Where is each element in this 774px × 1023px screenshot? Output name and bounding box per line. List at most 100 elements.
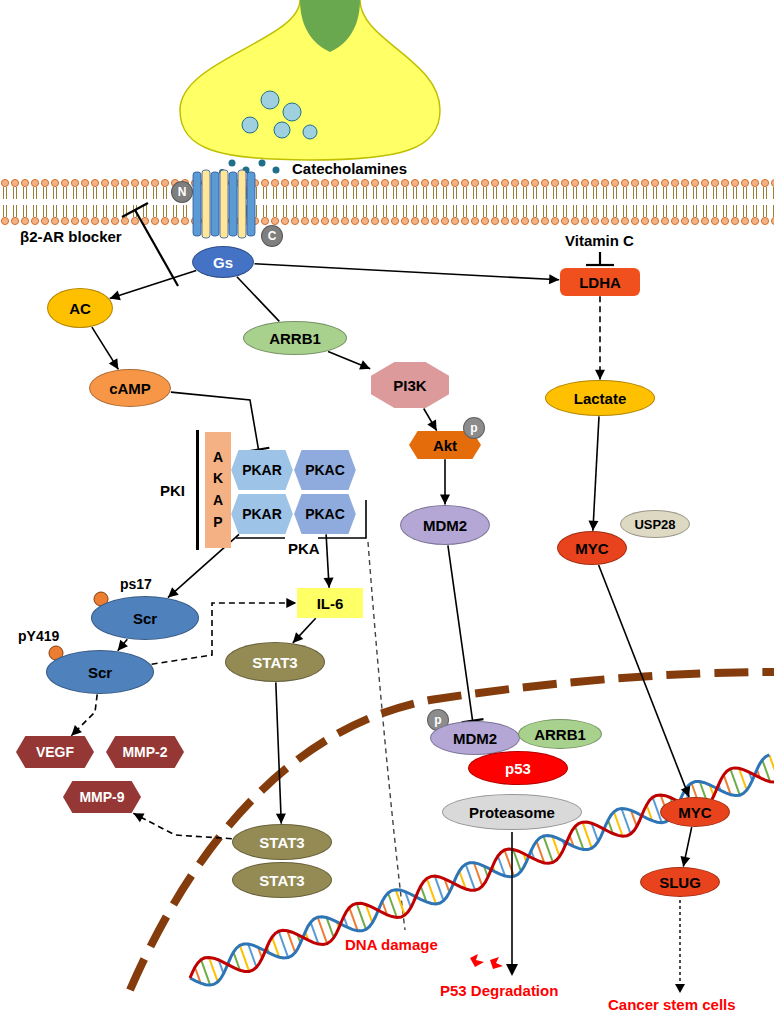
connector-line [293,618,316,643]
molecule-node: STAT3 [225,642,325,682]
node-text: LDHA [579,274,621,291]
node-text: C [268,229,277,243]
node-text: cAMP [109,380,151,397]
molecule-node: Scr [46,650,154,694]
molecule-node: p53 [468,751,568,785]
node-text: MDM2 [453,730,497,747]
connector-line [133,813,231,838]
node-text: A K A P [211,447,225,534]
node-text: MMP-9 [79,789,124,805]
base-pair [427,879,436,904]
arrow-head [286,598,296,608]
arrow-head [324,577,334,587]
arrow-head [681,786,690,797]
pathway-arrow [276,682,286,823]
connector-line [92,327,119,369]
node-text: Lactate [574,390,627,407]
connector-line [593,416,599,530]
arrow-head [110,291,121,301]
pathway-arrow [110,271,197,301]
pathway-arrow [237,277,279,322]
pathway-arrow [328,352,370,370]
vesicles [242,91,317,139]
base-pair [543,836,552,862]
molecule-node: STAT3 [232,824,332,860]
arrow-head [440,495,450,505]
node-text: MDM2 [423,517,467,534]
base-pair [201,960,210,985]
pathway-arrow [448,545,484,722]
arrow-head [109,358,119,369]
molecule-node: PI3K [371,362,449,408]
annotation-label: β2-AR blocker [20,228,122,245]
connector-line [237,277,279,322]
node-text: p53 [505,760,531,777]
molecule-node: VEGF [16,736,94,768]
node-text: Proteasome [469,804,555,821]
molecule-node: PKAR [231,450,293,490]
node-text: SLUG [659,874,701,891]
base-pair [466,864,475,890]
node-text: p [470,421,477,435]
annotation-label: P53 Degradation [440,982,558,999]
base-pair [240,945,249,971]
pathway-arrow [680,827,691,867]
arrow-head [680,856,690,867]
connector-line [276,682,282,823]
base-pair [614,812,623,836]
phospho-circle: p [463,417,485,439]
connector-line [328,352,370,369]
nuclear-envelope [130,672,774,990]
molecule-node: ARRB1 [243,321,347,355]
molecule-node: A K A P [205,432,231,548]
node-text: p [434,713,441,727]
arrow-head [588,520,598,530]
node-text: N [178,185,187,199]
node-text: PKAR [242,506,282,522]
arrow-head [293,632,303,643]
node-text: ARRB1 [534,726,586,743]
arrow-head [595,370,605,380]
connector-line [255,264,560,280]
base-pair [357,903,366,929]
node-text: AC [69,300,91,317]
node-text: MMP-2 [122,744,167,760]
base-pair [279,931,288,957]
node-text: PI3K [393,377,426,394]
annotation-label: ps17 [120,576,152,592]
node-text: VEGF [36,744,74,760]
arrow-head [359,360,370,369]
molecule-node: Scr [91,596,199,640]
molecule-node: MDM2 [430,721,520,755]
node-text: USP28 [634,517,675,532]
annotation-label: PKI [160,482,185,499]
node-text: PKAR [242,462,282,478]
molecule-node: MYC [557,531,627,565]
node-text: STAT3 [252,654,297,671]
base-pair [435,876,444,901]
base-pair [388,893,397,917]
base-pair [318,917,327,943]
molecule-node: MMP-9 [63,781,141,813]
node-text: Scr [88,664,112,681]
connector-line [71,694,97,735]
dna-helix [190,755,774,985]
node-text: MYC [575,540,608,557]
nerve-terminal [180,0,440,160]
molecule-node: PKAR [231,494,293,534]
connector-line [110,271,197,299]
arrow-head [427,420,436,431]
molecule-node: AC [47,288,113,328]
annotation-label: Vitamin C [565,232,634,249]
pathway-arrow [324,534,334,587]
node-text: STAT3 [259,834,304,851]
stem-cell-arrow [675,900,685,993]
phospho-circle: C [261,225,283,247]
pathway-arrow [92,327,119,369]
pathway-arrow [133,813,231,838]
arrow-head [168,587,179,597]
pathway-arrow [424,409,437,431]
base-pair [730,769,739,795]
arrow-head [133,813,144,822]
connector-line [424,409,437,431]
